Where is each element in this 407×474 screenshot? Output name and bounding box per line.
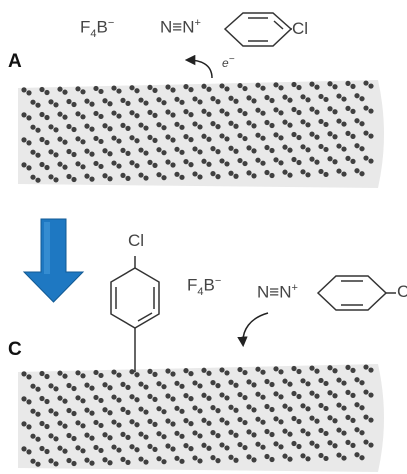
benzene-ring-c-free xyxy=(316,275,396,311)
panel-letter-a: A xyxy=(8,51,22,72)
approach-arrow xyxy=(237,312,269,348)
counter-ion-tetrafluoroborate-c: F4B− xyxy=(187,275,222,299)
electron-transfer-arrow xyxy=(184,54,213,79)
diazonium-group-c: N≡N+ xyxy=(257,282,298,302)
nanotube-segment-a xyxy=(18,80,390,190)
counter-ion-tetrafluoroborate-a: F4B− xyxy=(80,17,115,41)
electron-label: e− xyxy=(222,54,235,70)
nanotube-atoms xyxy=(21,364,374,467)
panel-letter-c: C xyxy=(8,339,22,360)
chloro-substituent-partial: C xyxy=(397,282,407,301)
benzene-ring-a xyxy=(223,12,293,47)
nanotube-segment-c xyxy=(18,364,390,474)
chloro-substituent-attached: Cl xyxy=(128,231,145,250)
nanotube-lattice-c xyxy=(18,364,384,472)
benzene-ring-c-attached xyxy=(110,256,160,372)
nanotube-atoms xyxy=(21,80,374,183)
process-down-arrow xyxy=(22,218,85,303)
diazonium-group-a: N≡N+ xyxy=(160,17,201,37)
chloro-substituent-a: Cl xyxy=(292,19,309,38)
nanotube-lattice-a xyxy=(18,80,384,188)
